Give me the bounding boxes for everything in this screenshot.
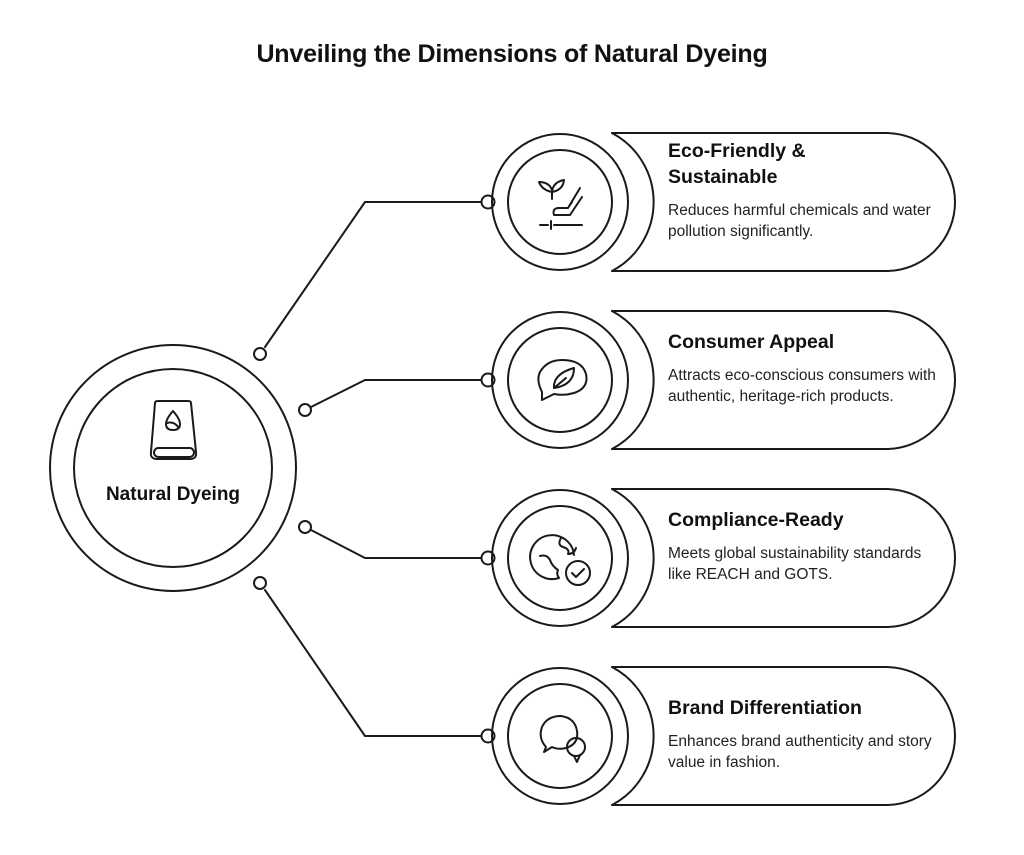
card-title-line: Brand Differentiation xyxy=(668,697,862,719)
card-title-line: Eco-Friendly & xyxy=(668,139,806,162)
card-icon-outer-ring xyxy=(491,133,629,271)
card-description: Enhances brand authenticity and story va… xyxy=(668,733,932,771)
card-description: Attracts eco-conscious consumers with au… xyxy=(668,366,936,405)
card-pill-outline xyxy=(611,666,956,806)
chat-bubbles-icon xyxy=(539,715,586,763)
card-title-line: Compliance-Ready xyxy=(668,508,844,531)
card-4 xyxy=(491,666,956,806)
card-icon-inner-ring xyxy=(507,327,613,433)
connector-line-4 xyxy=(264,589,482,737)
connector-node-hub-3 xyxy=(298,520,312,534)
card-icon-outer-ring xyxy=(491,311,629,449)
connector-line-2 xyxy=(310,379,482,408)
central-inner-ring xyxy=(73,368,273,568)
card-icon-outer-ring xyxy=(491,667,629,805)
card-1 xyxy=(491,132,956,272)
connectors xyxy=(253,194,496,744)
globe-check-icon xyxy=(529,534,591,586)
connector-line-1 xyxy=(264,201,482,348)
connector-node-hub-1 xyxy=(253,347,267,361)
card-title: Compliance-Ready xyxy=(668,507,938,533)
plant-hand-icon xyxy=(538,179,583,230)
central-outer-ring xyxy=(49,344,297,592)
central-hub-label: Natural Dyeing xyxy=(105,484,241,505)
card-3 xyxy=(491,488,956,628)
card-pill-outline xyxy=(611,488,956,628)
card-pill-outline xyxy=(611,310,956,450)
card-title-line: Sustainable xyxy=(668,165,778,188)
central-hub xyxy=(49,344,297,592)
card-icon-inner-ring xyxy=(507,505,613,611)
page-title: Unveiling the Dimensions of Natural Dyei… xyxy=(256,40,768,68)
card-crescent-bracket xyxy=(611,310,655,450)
card-crescent-bracket xyxy=(611,488,655,628)
card-crescent-bracket xyxy=(611,132,655,272)
card-description: Meets global sustainability standards li… xyxy=(668,544,922,583)
connector-node-hub-2 xyxy=(298,403,312,417)
card-title-line: Consumer Appeal xyxy=(668,330,835,353)
card-title: Consumer Appeal xyxy=(668,329,938,355)
card-icon-inner-ring xyxy=(507,149,613,255)
connector-line-3 xyxy=(310,529,482,559)
card-crescent-bracket xyxy=(611,666,655,806)
card-icon-outer-ring xyxy=(491,489,629,627)
card-description: Reduces harmful chemicals and water poll… xyxy=(668,201,931,240)
card-title: Brand Differentiation xyxy=(668,695,938,721)
connector-node-hub-4 xyxy=(253,576,267,590)
dye-fabric-roll-icon xyxy=(149,400,198,460)
card-2 xyxy=(491,310,956,450)
leaf-speech-bubble-icon xyxy=(537,359,588,401)
card-pill-outline xyxy=(611,132,956,272)
card-title: Eco-Friendly & Sustainable xyxy=(668,138,938,190)
card-icon-inner-ring xyxy=(507,683,613,789)
